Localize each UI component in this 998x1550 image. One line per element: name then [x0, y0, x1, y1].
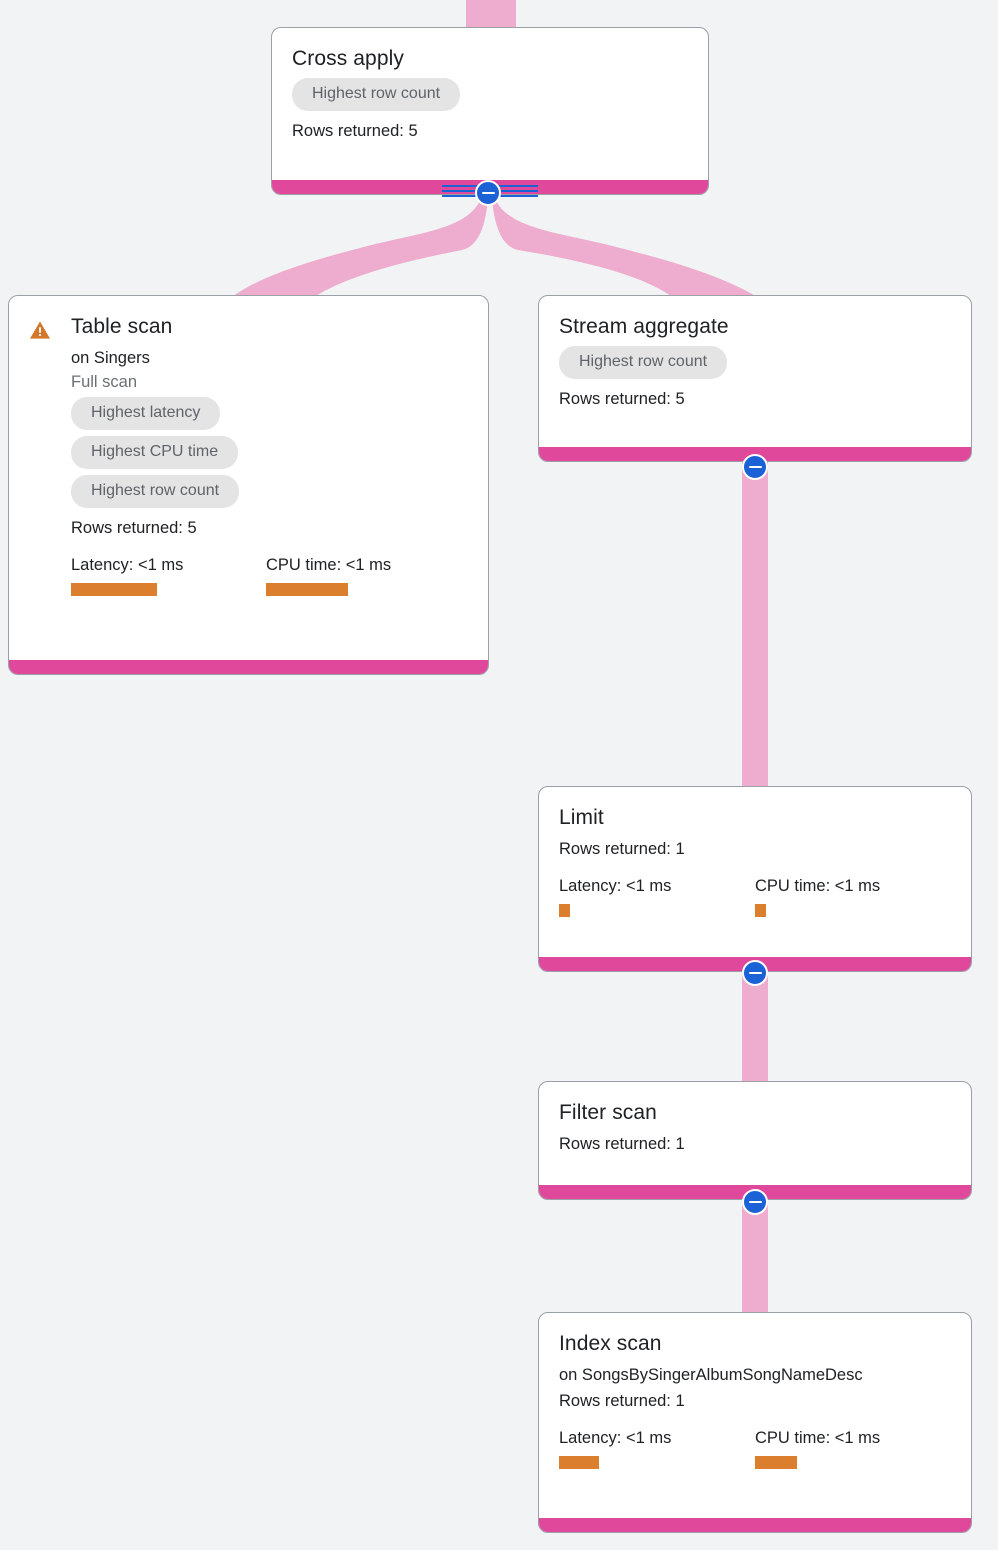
- node-scan-type: Full scan: [71, 373, 138, 391]
- metric-latency-bar: [559, 904, 570, 917]
- node-table-scan[interactable]: Table scan on Singers Full scan Highest …: [8, 295, 489, 675]
- metric-cpu-time-label: CPU time: <1 ms: [266, 556, 392, 574]
- node-body: Table scan on Singers Full scan Highest …: [9, 296, 488, 660]
- node-accent-bar: [539, 1518, 971, 1532]
- metric-latency-bar: [71, 583, 157, 596]
- node-subtitle: on SongsBySingerAlbumSongNameDesc: [559, 1366, 863, 1384]
- node-title: Filter scan: [559, 1101, 657, 1124]
- node-body: Filter scan Rows returned: 1: [539, 1082, 971, 1185]
- node-limit[interactable]: Limit Rows returned: 1 Latency: <1 ms CP…: [538, 786, 972, 972]
- metric-cpu-time-bar: [755, 904, 766, 917]
- metric-latency: Latency: <1 ms: [559, 1427, 755, 1469]
- node-body: Index scan on SongsBySingerAlbumSongName…: [539, 1313, 971, 1518]
- node-cross-apply[interactable]: Cross apply Highest row count Rows retur…: [271, 27, 709, 195]
- metric-cpu-time-bar: [755, 1456, 797, 1469]
- node-metrics: Latency: <1 ms CPU time: <1 ms: [559, 875, 951, 917]
- chip-highest-latency: Highest latency: [71, 397, 221, 430]
- node-content: Index scan on SongsBySingerAlbumSongName…: [559, 1331, 951, 1469]
- edge-crossapply-to-tablescan: [228, 196, 488, 300]
- node-chips: Highest latency Highest CPU time Highest…: [71, 397, 468, 514]
- node-content: Stream aggregate Highest row count Rows …: [559, 314, 951, 411]
- node-title: Table scan: [71, 315, 173, 338]
- metric-latency: Latency: <1 ms: [71, 554, 266, 596]
- metric-cpu-time-label: CPU time: <1 ms: [755, 877, 881, 895]
- edge-incoming-top: [466, 0, 516, 28]
- chip-highest-cpu-time: Highest CPU time: [71, 436, 239, 469]
- node-rows-returned: Rows returned: 5: [559, 390, 685, 408]
- metric-latency-bar: [559, 1456, 599, 1469]
- node-chips: Highest row count: [559, 346, 951, 385]
- node-metrics: Latency: <1 ms CPU time: <1 ms: [71, 554, 468, 596]
- node-title: Cross apply: [292, 47, 404, 70]
- node-rows-returned: Rows returned: 1: [559, 840, 685, 858]
- warning-icon: [30, 321, 50, 339]
- edge-streamaggregate-to-limit: [742, 462, 768, 792]
- node-rows-returned: Rows returned: 1: [559, 1392, 685, 1410]
- metric-latency-label: Latency: <1 ms: [71, 556, 184, 574]
- node-metrics: Latency: <1 ms CPU time: <1 ms: [559, 1427, 951, 1469]
- node-body: Limit Rows returned: 1 Latency: <1 ms CP…: [539, 787, 971, 957]
- metric-cpu-time-label: CPU time: <1 ms: [755, 1429, 881, 1447]
- node-rows-returned: Rows returned: 1: [559, 1135, 685, 1153]
- metric-latency: Latency: <1 ms: [559, 875, 755, 917]
- node-accent-bar: [9, 660, 488, 674]
- node-rows-returned: Rows returned: 5: [292, 122, 418, 140]
- metric-cpu-time: CPU time: <1 ms: [266, 554, 391, 596]
- node-filter-scan[interactable]: Filter scan Rows returned: 1: [538, 1081, 972, 1200]
- collapse-toggle-stream-aggregate[interactable]: [742, 454, 768, 480]
- metric-cpu-time: CPU time: <1 ms: [755, 875, 880, 917]
- node-warning-slot: [29, 314, 71, 340]
- node-title: Index scan: [559, 1332, 662, 1355]
- node-index-scan[interactable]: Index scan on SongsBySingerAlbumSongName…: [538, 1312, 972, 1533]
- node-body: Cross apply Highest row count Rows retur…: [272, 28, 708, 180]
- metric-latency-label: Latency: <1 ms: [559, 1429, 672, 1447]
- chip-highest-row-count: Highest row count: [71, 475, 240, 508]
- metric-cpu-time: CPU time: <1 ms: [755, 1427, 880, 1469]
- metric-cpu-time-bar: [266, 583, 348, 596]
- collapse-toggle-filter-scan[interactable]: [742, 1189, 768, 1215]
- node-content: Cross apply Highest row count Rows retur…: [292, 46, 688, 143]
- node-content: Table scan on Singers Full scan Highest …: [71, 314, 468, 596]
- node-rows-returned: Rows returned: 5: [71, 519, 197, 537]
- metric-latency-label: Latency: <1 ms: [559, 877, 672, 895]
- chip-highest-row-count: Highest row count: [292, 78, 461, 111]
- node-stream-aggregate[interactable]: Stream aggregate Highest row count Rows …: [538, 295, 972, 462]
- node-title: Stream aggregate: [559, 315, 729, 338]
- edge-crossapply-to-streamaggregate: [492, 196, 762, 300]
- collapse-toggle-limit[interactable]: [742, 960, 768, 986]
- node-chips: Highest row count: [292, 78, 688, 117]
- collapse-toggle-cross-apply[interactable]: [475, 180, 501, 206]
- node-subtitle: on Singers: [71, 349, 150, 367]
- node-content: Filter scan Rows returned: 1: [559, 1100, 951, 1156]
- node-body: Stream aggregate Highest row count Rows …: [539, 296, 971, 447]
- node-title: Limit: [559, 806, 604, 829]
- chip-highest-row-count: Highest row count: [559, 346, 728, 379]
- node-content: Limit Rows returned: 1 Latency: <1 ms CP…: [559, 805, 951, 917]
